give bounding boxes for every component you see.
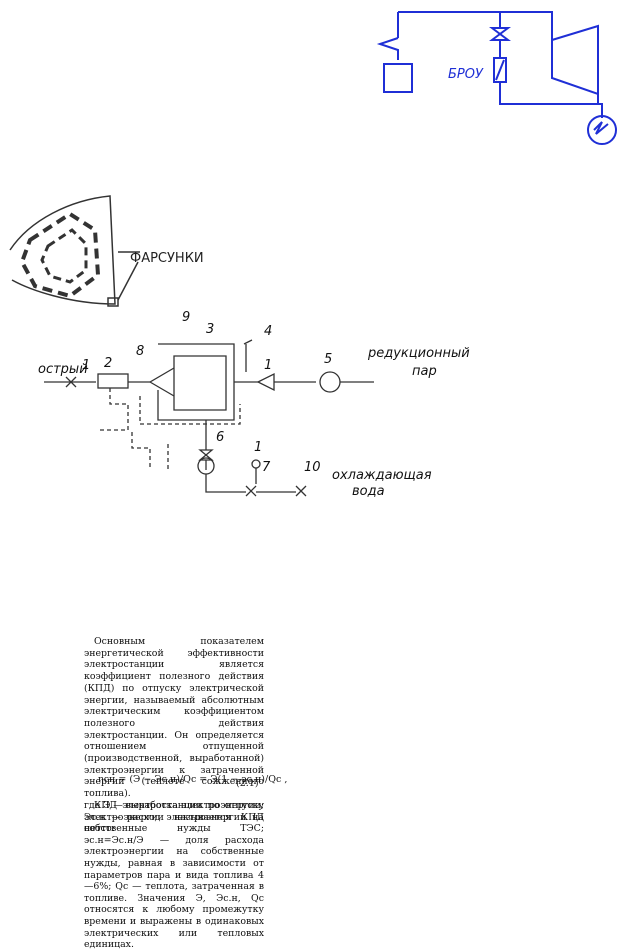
- rou-number-10: 10: [304, 460, 321, 475]
- rou-number-3: 3: [206, 322, 215, 337]
- rou-outlet-label-1: редукционный: [368, 346, 470, 361]
- rou-number-1a: 1: [82, 358, 91, 373]
- rou-number-1c: 1: [254, 440, 263, 455]
- rou-sketch: [44, 339, 374, 497]
- burner-sketch: ФАРСУНКИ: [9, 195, 204, 307]
- rou-number-7: 7: [262, 460, 271, 475]
- rou-number-1b: 1: [264, 358, 273, 373]
- rou-number-6: 6: [216, 430, 225, 445]
- rou-water-label-1: охлаждающая: [332, 468, 432, 483]
- paragraph-2: КПД электростанции по отпуску электроэне…: [84, 799, 264, 835]
- broy-label: БРОУ: [448, 67, 484, 82]
- rou-number-2: 2: [104, 356, 113, 371]
- rou-number-4: 4: [264, 324, 273, 339]
- burner-label: ФАРСУНКИ: [130, 251, 204, 266]
- broy-scheme: БРОУ: [376, 11, 617, 145]
- main-text: Основным показателем энергетической эффе…: [84, 636, 264, 835]
- formula-number: (2.1): [236, 778, 259, 789]
- formula-expression: ηсн = (Э − Эс.н)/Qс = Э(1 − эс.н)/Qс ,: [98, 774, 288, 785]
- rou-number-9: 9: [182, 310, 191, 325]
- rou-number-8: 8: [136, 344, 145, 359]
- rou-inlet-label: острый: [38, 362, 88, 377]
- paragraph-3: где Э — выработка электроэнергии; Эс.н —…: [84, 800, 265, 951]
- rou-number-5: 5: [324, 352, 333, 367]
- rou-water-label-2: вода: [352, 484, 385, 499]
- paragraph-1: Основным показателем энергетической эффе…: [84, 636, 264, 800]
- rou-outlet-label-2: пар: [412, 364, 437, 379]
